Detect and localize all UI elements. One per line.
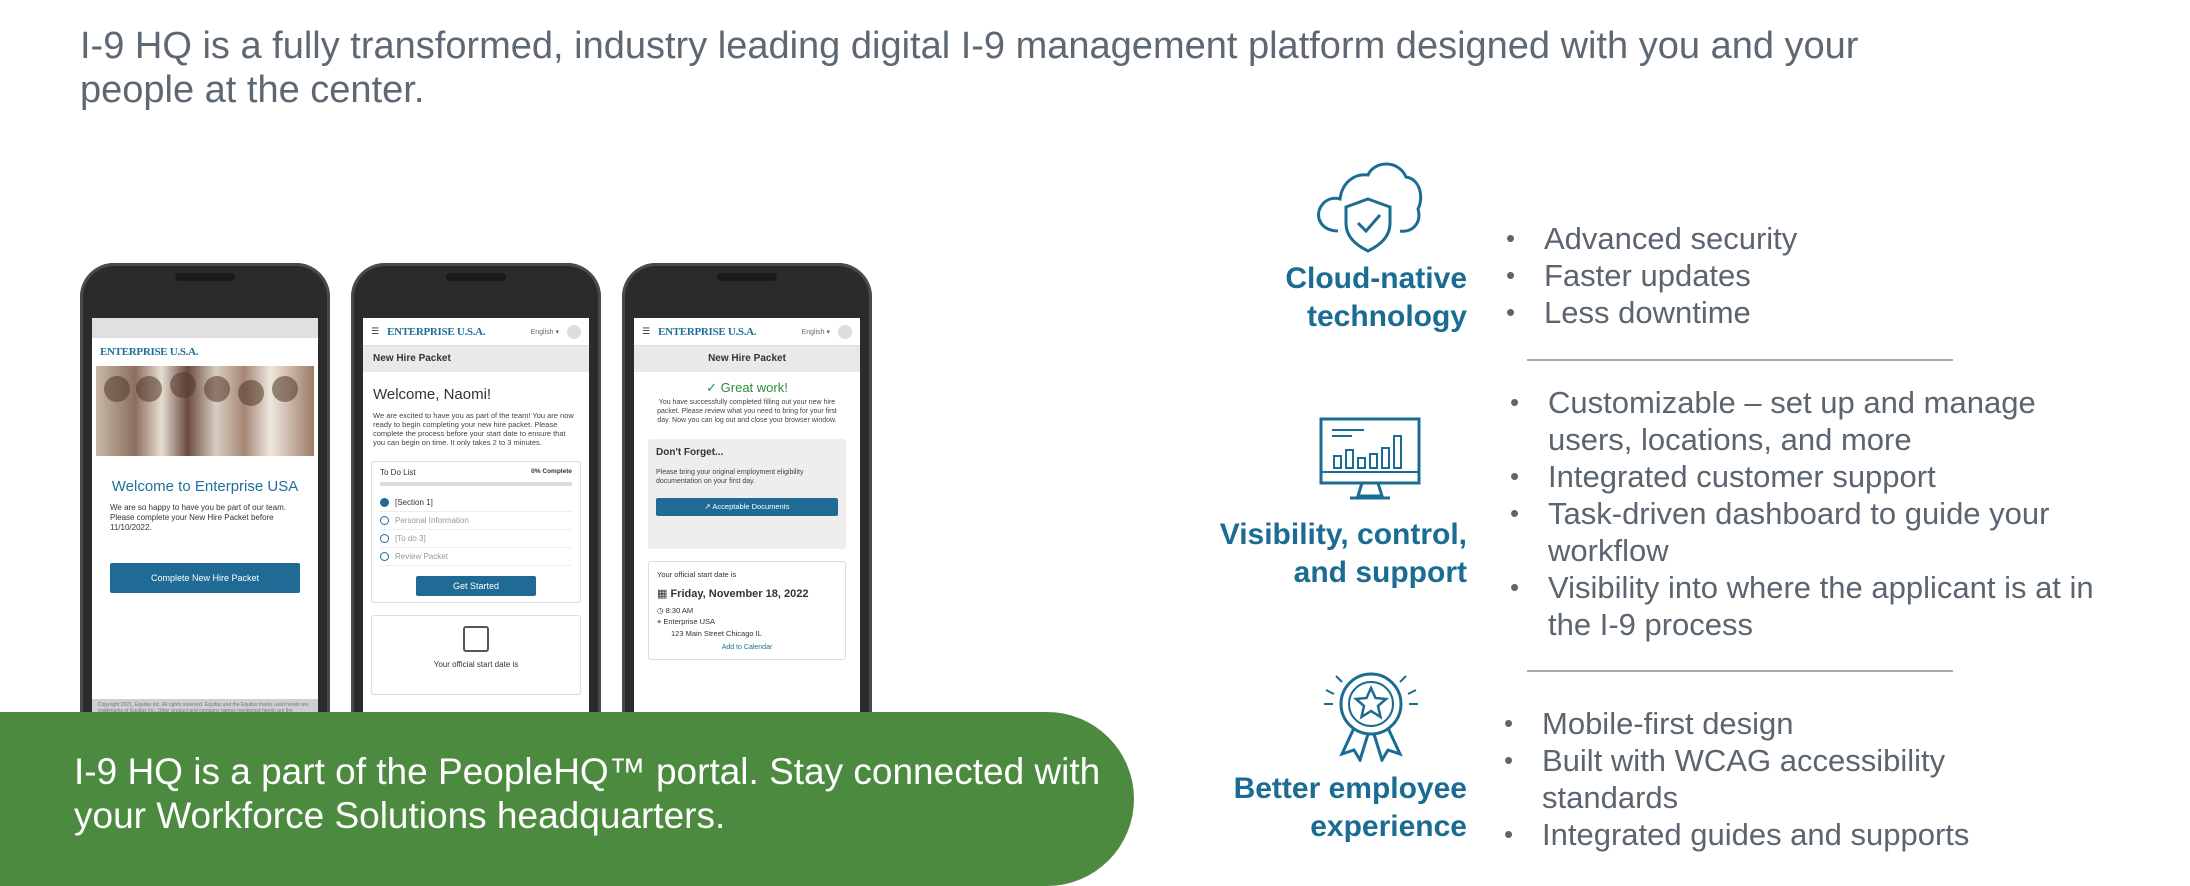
menu-icon[interactable]: ☰ <box>642 326 651 336</box>
list-item: Visibility into where the applicant is a… <box>1506 569 2106 643</box>
status-dot-icon <box>380 498 389 507</box>
reminder-card: Don't Forget... Please bring your origin… <box>648 439 846 549</box>
divider <box>1527 359 1953 361</box>
progress-bar <box>380 482 572 486</box>
lock-icon <box>838 324 852 339</box>
phone-notch <box>175 273 235 281</box>
company-logo: ENTERPRISE U.S.A. <box>100 346 199 358</box>
calendar-icon <box>463 626 489 652</box>
lock-icon <box>567 324 581 339</box>
start-date-card: Your official start date is ▦ Friday, No… <box>648 561 846 660</box>
language-select[interactable]: English ▾ <box>801 328 830 336</box>
feature-bullets-visibility: Customizable – set up and manage users, … <box>1506 384 2106 643</box>
section-band: New Hire Packet <box>363 346 589 372</box>
section-band: New Hire Packet <box>634 346 860 372</box>
acceptable-documents-button[interactable]: ↗ Acceptable Documents <box>656 498 838 516</box>
list-item: Built with WCAG accessibility standards <box>1500 742 2040 816</box>
todo-card: To Do List 0% Complete [Section 1] Perso… <box>371 461 581 603</box>
greeting: Welcome, Naomi! <box>373 386 492 403</box>
calendar-icon: ▦ <box>657 588 671 600</box>
divider <box>1527 670 1953 672</box>
reminder-title: Don't Forget... <box>656 447 724 458</box>
phone-screen: ENTERPRISE U.S.A. Welcome to Enterprise … <box>92 318 318 723</box>
todo-item[interactable]: [To do 3] <box>380 530 572 548</box>
language-select[interactable]: English ▾ <box>530 328 559 336</box>
award-ribbon-icon <box>1324 672 1418 762</box>
cloud-shield-icon <box>1317 162 1423 253</box>
phone-notch <box>717 273 777 281</box>
list-item: Mobile-first design <box>1500 705 2040 742</box>
todo-progress: 0% Complete <box>531 468 572 475</box>
todo-item[interactable]: Personal Information <box>380 512 572 530</box>
check-circle-icon: ✓ <box>706 380 721 395</box>
welcome-heading: Welcome to Enterprise USA <box>111 478 299 495</box>
list-item: Integrated customer support <box>1506 458 2106 495</box>
feature-bullets-experience: Mobile-first design Built with WCAG acce… <box>1500 705 2040 853</box>
start-date-label: Your official start date is <box>433 660 519 669</box>
start-date: Friday, November 18, 2022 <box>670 588 809 600</box>
phone-packet: ☰ ENTERPRISE U.S.A. English ▾ New Hire P… <box>351 263 601 723</box>
feature-title-visibility: Visibility, control,and support <box>1219 518 1467 589</box>
team-photo <box>96 366 314 456</box>
add-to-calendar-link[interactable]: Add to Calendar <box>721 644 773 651</box>
list-item: Advanced security <box>1502 220 2002 257</box>
phone-complete: ☰ ENTERPRISE U.S.A. English ▾ New Hire P… <box>622 263 872 723</box>
company-name: Enterprise USA <box>663 617 715 626</box>
banner-text: I-9 HQ is a part of the PeopleHQ™ portal… <box>74 751 1101 836</box>
location-pin-icon: ⌖ <box>657 617 664 626</box>
monitor-chart-icon <box>1319 417 1421 500</box>
phone-screen: ☰ ENTERPRISE U.S.A. English ▾ New Hire P… <box>363 318 589 723</box>
external-link-icon: ↗ <box>704 502 713 511</box>
status-dot-icon <box>380 516 389 525</box>
company-logo: ENTERPRISE U.S.A. <box>387 325 486 338</box>
complete-packet-button[interactable]: Complete New Hire Packet <box>110 563 300 593</box>
welcome-text: We are so happy to have you be part of o… <box>110 503 286 532</box>
completion-text: You have successfully completed filling … <box>657 399 837 424</box>
company-logo: ENTERPRISE U.S.A. <box>658 325 757 338</box>
list-item: Integrated guides and supports <box>1500 816 2040 853</box>
feature-bullets-cloud: Advanced security Faster updates Less do… <box>1502 220 2002 331</box>
list-item: Customizable – set up and manage users, … <box>1506 384 2106 458</box>
phone-welcome: ENTERPRISE U.S.A. Welcome to Enterprise … <box>80 263 330 723</box>
portal-banner: I-9 HQ is a part of the PeopleHQ™ portal… <box>0 712 1134 886</box>
status-bar <box>92 318 318 338</box>
todo-item[interactable]: Review Packet <box>380 548 572 566</box>
list-item: Task-driven dashboard to guide your work… <box>1506 495 2106 569</box>
get-started-button[interactable]: Get Started <box>416 576 536 596</box>
status-dot-icon <box>380 552 389 561</box>
todo-item[interactable]: [Section 1] <box>380 494 572 512</box>
list-item: Less downtime <box>1502 294 2002 331</box>
address: 123 Main Street Chicago IL <box>671 629 762 638</box>
start-date-card: Your official start date is <box>371 615 581 695</box>
menu-icon[interactable]: ☰ <box>371 326 380 336</box>
reminder-text: Please bring your original employment el… <box>656 469 804 485</box>
phone-notch <box>446 273 506 281</box>
start-time: 8:30 AM <box>665 606 694 615</box>
list-item: Faster updates <box>1502 257 2002 294</box>
start-date-label: Your official start date is <box>657 570 737 579</box>
intro-text: We are excited to have you as part of th… <box>373 411 574 447</box>
great-work-heading: Great work! <box>720 380 788 395</box>
status-dot-icon <box>380 534 389 543</box>
headline: I-9 HQ is a fully transformed, industry … <box>80 25 1859 111</box>
clock-icon: ◷ <box>657 606 666 615</box>
todo-label: To Do List <box>380 468 416 477</box>
phone-screen: ☰ ENTERPRISE U.S.A. English ▾ New Hire P… <box>634 318 860 723</box>
